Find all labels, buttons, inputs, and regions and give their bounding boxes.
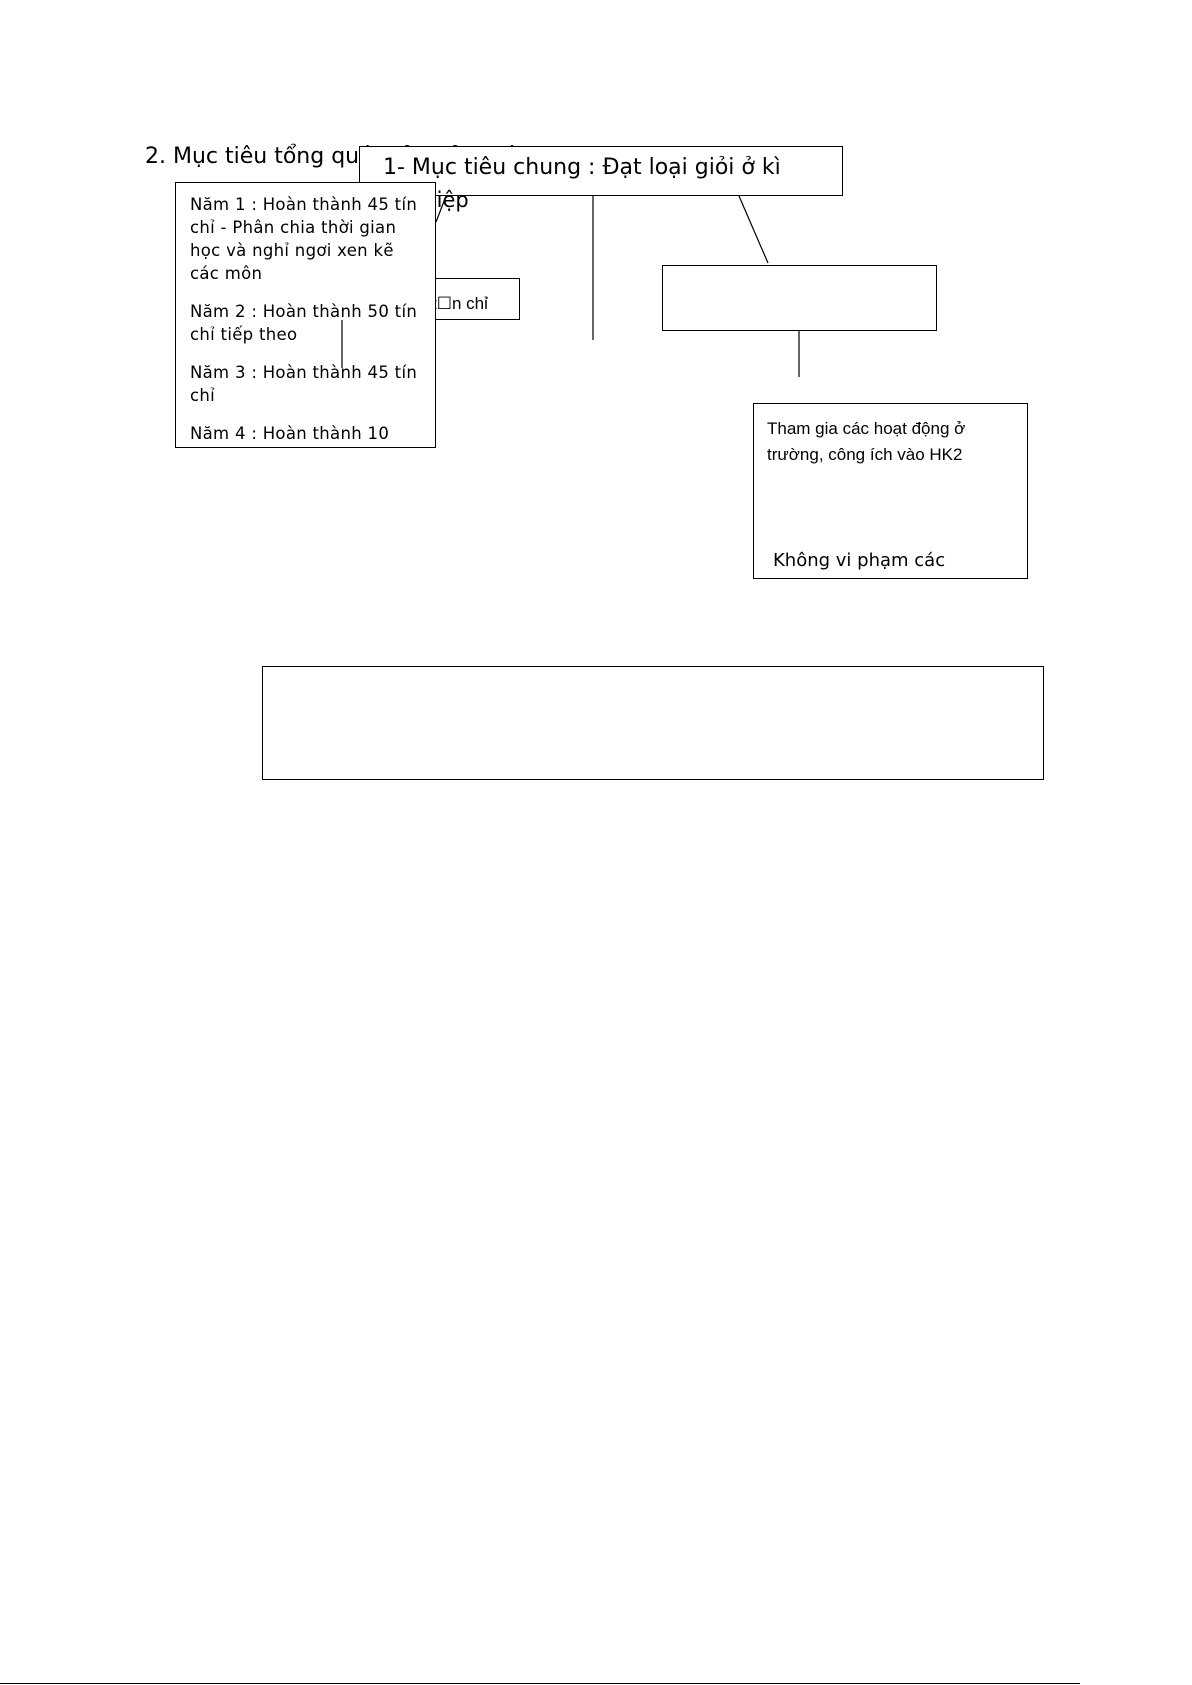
goal-text-line1: 1- Mục tiêu chung : Đạt loại giỏi ở kì [383,155,781,180]
connector-to-mid-box [738,195,769,264]
empty-wide-box [262,666,1044,780]
years-box: Năm 1 : Hoàn thành 45 tín chỉ - Phân chi… [175,182,436,448]
goal-box [359,146,843,196]
activities-text-2: Không vi phạm các [773,550,946,571]
credit-text: t☐n chỉ [432,294,488,313]
activities-box [753,403,1028,579]
empty-goal-box [662,265,937,331]
credit-box [420,278,520,320]
year-4-text: Năm 4 : Hoàn thành 10 [190,424,390,443]
activities-text-1: Tham gia các hoạt động ở trường, công íc… [767,419,966,464]
year-1-text: Năm 1 : Hoàn thành 45 tín chỉ - Phân chi… [190,195,418,283]
connector-to-years-box [435,195,447,223]
year-3-text: Năm 3 : Hoàn thành 45 tín chỉ [190,363,418,405]
year-2-text: Năm 2 : Hoàn thành 50 tín chỉ tiếp theo [190,302,418,344]
footer-rule [0,1683,1080,1684]
